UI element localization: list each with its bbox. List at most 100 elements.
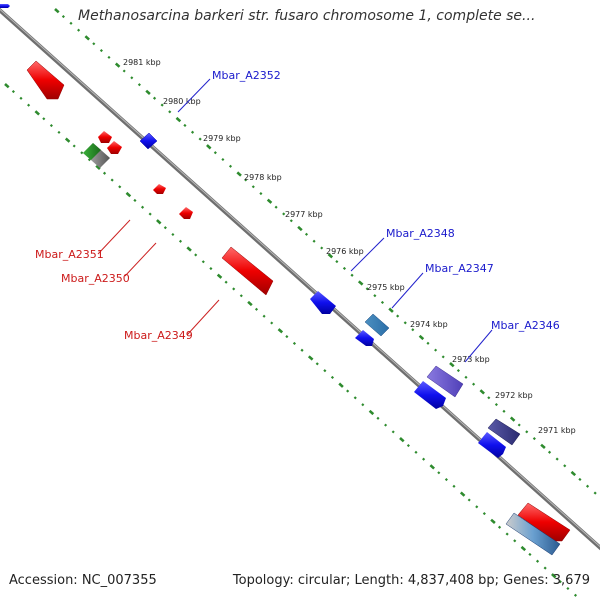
tick-mark-minor bbox=[198, 137, 202, 141]
tick-mark-minor bbox=[285, 335, 289, 339]
gene-feature[interactable] bbox=[505, 512, 561, 556]
gene-label-mbar-a2348[interactable]: Mbar_A2348 bbox=[386, 227, 455, 240]
label-leader-line bbox=[97, 219, 131, 255]
tick-mark-minor bbox=[547, 450, 552, 454]
tick-mark-major bbox=[4, 83, 10, 89]
gene-label-mbar-a2346[interactable]: Mbar_A2346 bbox=[491, 319, 560, 332]
tick-mark-minor bbox=[502, 409, 506, 413]
gene-label-mbar-a2349[interactable]: Mbar_A2349 bbox=[124, 329, 193, 342]
tick-mark-major bbox=[156, 219, 162, 225]
tick-label: 2978 kbp bbox=[244, 173, 282, 182]
tick-mark-minor bbox=[505, 532, 509, 536]
tick-mark-minor bbox=[320, 246, 324, 250]
tick-mark-major bbox=[64, 137, 71, 143]
tick-mark-major bbox=[509, 416, 516, 422]
tick-mark-major bbox=[368, 409, 375, 416]
tick-mark-minor bbox=[414, 450, 418, 454]
gene-feature-mbar-a2350[interactable] bbox=[179, 207, 193, 219]
tick-mark-minor bbox=[350, 273, 354, 277]
gene-feature-mbar-a2352[interactable] bbox=[139, 132, 158, 150]
tick-label: 2972 kbp bbox=[495, 391, 533, 400]
tick-mark-major bbox=[175, 116, 182, 123]
gene-feature[interactable] bbox=[310, 291, 336, 314]
gene-feature[interactable] bbox=[478, 432, 506, 458]
tick-mark-minor bbox=[391, 430, 395, 434]
gene-label-mbar-a2350[interactable]: Mbar_A2350 bbox=[61, 272, 130, 285]
tick-mark-minor bbox=[99, 48, 103, 53]
tick-mark-minor bbox=[118, 185, 122, 189]
tick-mark-minor bbox=[201, 260, 205, 264]
gene-feature-mbar-a2351[interactable] bbox=[153, 184, 166, 194]
tick-mark-minor bbox=[573, 593, 578, 597]
tick-mark-minor bbox=[323, 369, 327, 373]
tick-mark-major bbox=[84, 35, 90, 41]
label-leader-line bbox=[124, 242, 157, 277]
tick-label: 2974 kbp bbox=[410, 320, 448, 329]
tick-mark-minor bbox=[178, 239, 183, 243]
tick-mark-major bbox=[540, 443, 546, 449]
gene-label-mbar-a2351[interactable]: Mbar_A2351 bbox=[35, 248, 104, 261]
gene-feature[interactable] bbox=[107, 141, 122, 154]
tick-mark-minor bbox=[163, 226, 167, 230]
gene-feature[interactable] bbox=[414, 381, 446, 409]
tick-mark-major bbox=[34, 110, 40, 116]
tick-mark-minor bbox=[239, 294, 243, 298]
tick-mark-minor bbox=[282, 212, 286, 216]
tick-mark-minor bbox=[190, 130, 195, 134]
gene-feature-mbar-a2346[interactable] bbox=[487, 418, 521, 446]
tick-mark-minor bbox=[213, 151, 217, 155]
tick-mark-minor bbox=[373, 294, 377, 298]
gene-feature-mbar-a2348[interactable] bbox=[364, 313, 390, 337]
tick-mark-minor bbox=[11, 89, 15, 94]
tick-mark-minor bbox=[335, 260, 339, 264]
tick-mark-minor bbox=[168, 110, 172, 114]
tick-mark-minor bbox=[304, 232, 309, 236]
tick-mark-minor bbox=[517, 423, 521, 427]
gene-feature[interactable] bbox=[26, 60, 65, 100]
tick-mark-minor bbox=[566, 586, 570, 591]
tick-mark-major bbox=[418, 334, 425, 341]
tick-mark-major bbox=[490, 518, 496, 524]
tick-mark-minor bbox=[494, 402, 498, 407]
tick-mark-major bbox=[216, 273, 223, 279]
tick-label: 2976 kbp bbox=[326, 247, 364, 256]
tick-mark-major bbox=[479, 389, 485, 395]
gene-feature[interactable] bbox=[83, 143, 101, 160]
tick-mark-major bbox=[145, 89, 151, 95]
gene-label-mbar-a2352[interactable]: Mbar_A2352 bbox=[212, 69, 281, 82]
gene-feature[interactable] bbox=[98, 131, 112, 143]
tick-mark-minor bbox=[525, 430, 529, 434]
gene-label-mbar-a2347[interactable]: Mbar_A2347 bbox=[425, 262, 494, 275]
tick-mark-minor bbox=[244, 178, 248, 182]
tick-mark-minor bbox=[558, 580, 562, 584]
tick-label: 2980 kbp bbox=[163, 97, 201, 106]
tick-mark-minor bbox=[259, 191, 263, 196]
tick-label: 2979 kbp bbox=[203, 134, 241, 143]
tick-mark-minor bbox=[160, 103, 164, 107]
tick-mark-minor bbox=[72, 144, 76, 148]
tick-mark-minor bbox=[232, 287, 236, 291]
tick-mark-minor bbox=[513, 539, 517, 543]
tick-mark-minor bbox=[254, 307, 259, 311]
gene-feature[interactable] bbox=[355, 330, 374, 346]
gene-feature-mbar-a2347[interactable] bbox=[426, 365, 464, 398]
gene-feature-mbar-a2349[interactable] bbox=[221, 246, 274, 296]
tick-mark-minor bbox=[411, 328, 415, 332]
topology-summary: Topology: circular; Length: 4,837,408 bp… bbox=[232, 573, 590, 588]
tick-label: 2975 kbp bbox=[367, 283, 405, 292]
tick-mark-major bbox=[338, 382, 344, 388]
tick-mark-minor bbox=[77, 28, 81, 32]
gene-feature[interactable] bbox=[0, 4, 10, 8]
tick-label: 2973 kbp bbox=[452, 355, 490, 364]
tick-mark-major bbox=[95, 164, 101, 170]
tick-mark-minor bbox=[555, 457, 559, 461]
tick-mark-minor bbox=[289, 219, 293, 223]
label-leader-line bbox=[186, 299, 220, 336]
tick-mark-minor bbox=[464, 375, 468, 379]
lower-tick-track bbox=[4, 83, 578, 597]
label-leader-line bbox=[177, 78, 211, 113]
label-leader-line bbox=[350, 237, 385, 272]
tick-mark-minor bbox=[137, 83, 141, 87]
tick-label: 2977 kbp bbox=[285, 210, 323, 219]
